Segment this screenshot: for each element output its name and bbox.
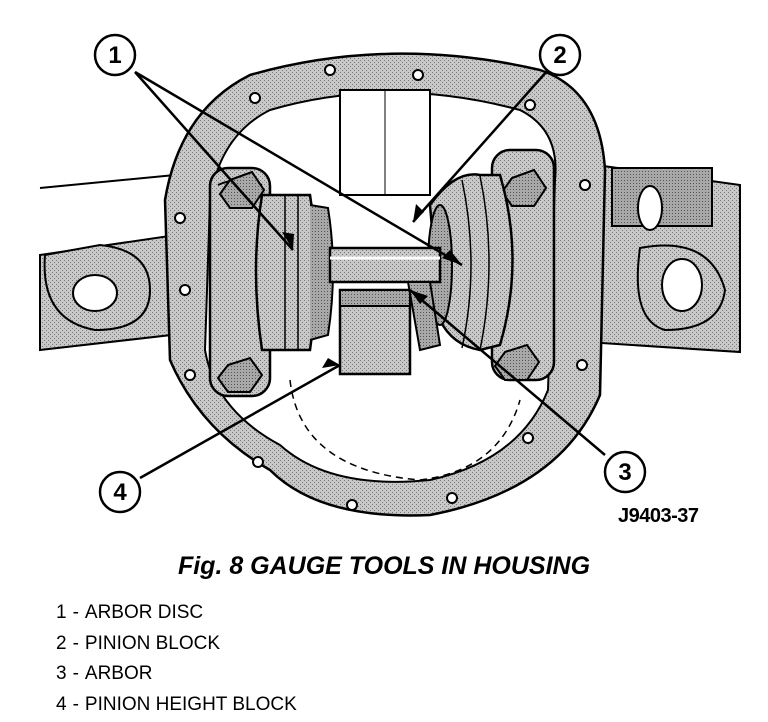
legend-item: 4-PINION HEIGHT BLOCK xyxy=(56,693,297,715)
legend-label: PINION HEIGHT BLOCK xyxy=(84,693,297,715)
gauge-tools-illustration: 1 2 3 4 xyxy=(39,33,741,517)
legend-item: 1-ARBOR DISC xyxy=(56,602,204,623)
legend-item: 3-ARBOR xyxy=(56,663,153,684)
svg-text:3: 3 xyxy=(618,459,631,486)
arbor-disc-right xyxy=(427,173,514,352)
callout-1: 1 xyxy=(93,33,137,77)
legend-number: 3 xyxy=(56,663,67,684)
callout-3: 3 xyxy=(603,450,647,494)
pinion-height-block xyxy=(338,288,412,376)
arbor-shaft xyxy=(328,246,442,284)
legend-number: 1 xyxy=(56,602,67,623)
pinion-block xyxy=(406,281,442,352)
figure-caption: Fig. 8 GAUGE TOOLS IN HOUSING xyxy=(177,552,591,580)
legend-number: 2 xyxy=(56,632,67,654)
figure-code: J9403-37 xyxy=(618,505,699,527)
callout-2: 2 xyxy=(538,33,582,77)
legend-number: 4 xyxy=(56,693,67,715)
mounting-ear-right xyxy=(636,244,727,332)
legend-label: PINION BLOCK xyxy=(84,632,221,654)
arbor-disc-left xyxy=(254,193,334,352)
flange-bolt-holes xyxy=(174,64,591,511)
leader-arrowheads xyxy=(282,204,462,368)
legend-item: 2-PINION BLOCK xyxy=(56,632,221,654)
svg-text:1: 1 xyxy=(108,42,121,69)
svg-text:4: 4 xyxy=(113,479,127,506)
legend-label: ARBOR xyxy=(84,663,153,684)
callout-4: 4 xyxy=(98,470,142,514)
ring-gear-outline xyxy=(289,379,521,481)
legend-list: 1-ARBOR DISC 2-PINION BLOCK 3-ARBOR 4-PI… xyxy=(56,598,297,720)
leader-lines xyxy=(134,69,606,480)
legend-label: ARBOR DISC xyxy=(84,602,204,623)
svg-text:2: 2 xyxy=(553,42,566,69)
mounting-ear-left xyxy=(43,243,152,332)
